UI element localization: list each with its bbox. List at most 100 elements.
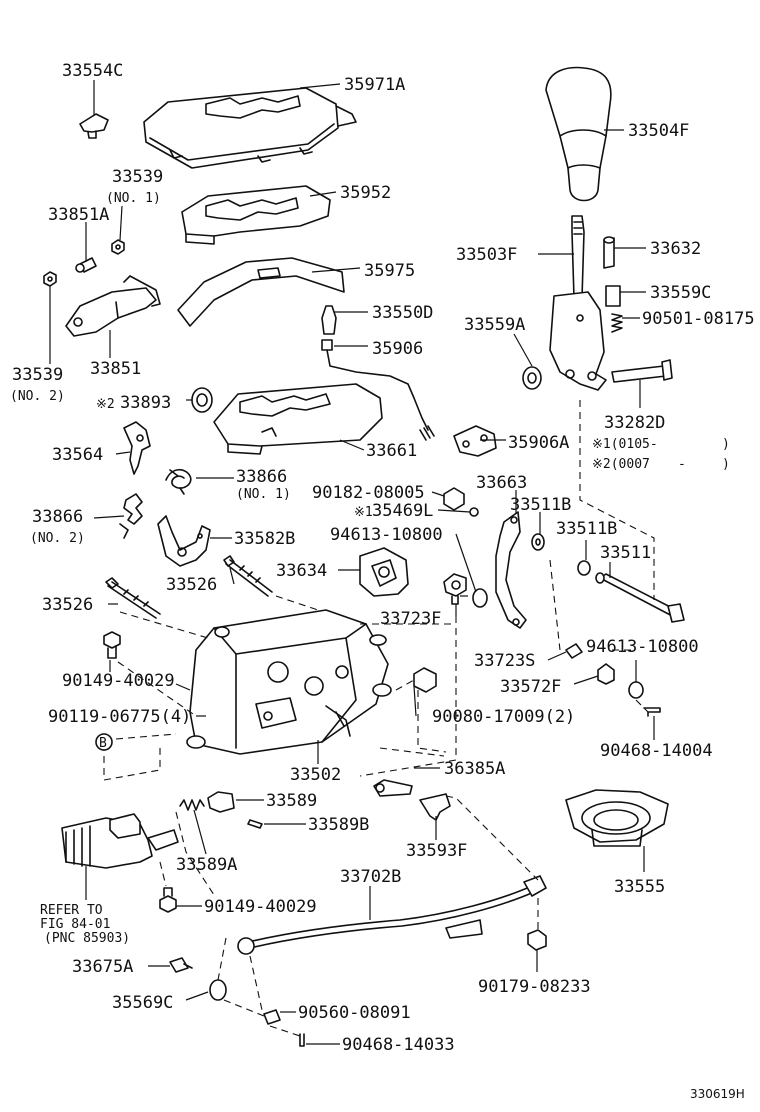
part-33502-drawing xyxy=(186,609,392,755)
label-33589A: 33589A xyxy=(176,855,237,875)
part-33550D-drawing xyxy=(321,305,337,335)
label-ref-b: B xyxy=(99,736,107,751)
part-35952-drawing xyxy=(181,185,331,245)
part-33866-no1-drawing xyxy=(165,468,192,495)
label-33589B: 33589B xyxy=(308,815,369,835)
label-35906: 35906 xyxy=(372,339,423,359)
label-33632: 33632 xyxy=(650,239,701,259)
part-33555-drawing xyxy=(565,789,669,847)
label-33663: 33663 xyxy=(476,473,527,493)
label-35569C: 35569C xyxy=(112,993,173,1013)
label-90182-08005: 90182-08005 xyxy=(312,483,425,503)
part-33702B-drawing xyxy=(237,875,547,955)
label-90560-08091: 90560-08091 xyxy=(298,1003,411,1023)
label-33634: 33634 xyxy=(276,561,327,581)
label-33661: 33661 xyxy=(366,441,417,461)
part-33661-drawing xyxy=(213,383,383,455)
label-refer-3: (PNC 85903) xyxy=(44,931,130,946)
part-94613-10800-a-drawing xyxy=(472,588,488,608)
label-35952: 35952 xyxy=(340,183,391,203)
label-33866-no1: 33866 xyxy=(236,467,287,487)
label-36385A: 36385A xyxy=(444,759,505,779)
label-33702B: 33702B xyxy=(340,867,401,887)
label-35906A: 35906A xyxy=(508,433,569,453)
part-33511-drawing xyxy=(595,572,685,623)
label-33589: 33589 xyxy=(266,791,317,811)
label-33893-mark: ※2 xyxy=(96,397,115,412)
label-33511B-a: 33511B xyxy=(510,495,571,515)
label-90149-40029-a: 90149-40029 xyxy=(62,671,175,691)
label-33282D: 33282D xyxy=(604,413,665,433)
label-33511: 33511 xyxy=(600,543,651,563)
label-33526-lower: 33526 xyxy=(42,595,93,615)
part-33526-lower-drawing xyxy=(105,577,161,619)
part-33559C-drawing xyxy=(605,285,621,307)
part-33554C-drawing xyxy=(79,113,109,139)
label-33559A: 33559A xyxy=(464,315,525,335)
label-33723F: 33723F xyxy=(380,609,441,629)
part-90501-08175-drawing xyxy=(611,313,623,333)
label-90468-14004: 90468-14004 xyxy=(600,741,713,761)
label-90179-08233: 90179-08233 xyxy=(478,977,591,997)
part-33893-drawing xyxy=(191,387,213,413)
part-33723F-drawing xyxy=(443,573,467,605)
label-33555: 33555 xyxy=(614,877,665,897)
label-33550D: 33550D xyxy=(372,303,433,323)
part-36385A-drawing xyxy=(373,779,413,797)
label-33526-upper: 33526 xyxy=(166,575,217,595)
label-refer-2: FIG 84-01 xyxy=(40,917,110,932)
part-35975-drawing xyxy=(177,257,345,327)
part-33572F-drawing xyxy=(597,663,615,685)
label-33866-no2-sub: (NO. 2) xyxy=(30,531,85,546)
reference-circle-b xyxy=(95,733,113,751)
part-35906A-drawing xyxy=(453,425,497,457)
label-35975: 35975 xyxy=(364,261,415,281)
part-33511B-a-drawing xyxy=(531,533,545,551)
part-35569C-drawing xyxy=(209,979,227,1001)
label-33572F: 33572F xyxy=(500,677,561,697)
part-90080-17009-drawing xyxy=(413,667,437,693)
part-33282D-drawing xyxy=(611,359,673,383)
note-2: ※2(0007 xyxy=(592,457,650,472)
part-33851A-drawing xyxy=(75,257,97,273)
part-33526-upper-drawing xyxy=(223,555,273,597)
part-33593F-drawing xyxy=(419,793,451,821)
part-35971A-drawing xyxy=(143,87,357,169)
label-33504F: 33504F xyxy=(628,121,689,141)
part-33634-drawing xyxy=(359,547,409,597)
note-2-end: ) xyxy=(722,457,730,472)
label-35469L-mark: ※1 xyxy=(354,505,373,520)
part-33503F-drawing xyxy=(549,215,607,391)
part-90149-40029-a-drawing xyxy=(103,631,121,659)
part-33582B-drawing xyxy=(157,515,211,567)
label-35469L: 35469L xyxy=(372,501,433,521)
part-33723S-drawing xyxy=(565,643,583,659)
label-33539-no1-sub: (NO. 1) xyxy=(106,191,161,206)
label-33564: 33564 xyxy=(52,445,103,465)
part-90468-14004-drawing xyxy=(643,707,661,717)
part-33851-drawing xyxy=(65,275,161,337)
label-33559C: 33559C xyxy=(650,283,711,303)
part-90149-40029-b-drawing xyxy=(159,887,177,913)
part-90182-08005-drawing xyxy=(443,487,465,511)
label-90149-40029-b: 90149-40029 xyxy=(204,897,317,917)
label-33539-no2-sub: (NO. 2) xyxy=(10,389,65,404)
part-33564-drawing xyxy=(123,421,151,475)
leader-lines xyxy=(49,80,655,1045)
label-35971A: 35971A xyxy=(344,75,405,95)
part-33511B-b-drawing xyxy=(577,560,591,576)
part-33632-drawing xyxy=(603,236,615,269)
part-90560-08091-drawing xyxy=(263,1009,281,1025)
part-33866-no2-drawing xyxy=(119,493,143,539)
label-33893: 33893 xyxy=(120,393,171,413)
part-33539-no1-drawing xyxy=(111,239,125,255)
label-33554C: 33554C xyxy=(62,61,123,81)
part-33559A-drawing xyxy=(522,366,542,390)
part-35906-drawing xyxy=(321,339,435,441)
label-33593F: 33593F xyxy=(406,841,467,861)
label-refer-1: REFER TO xyxy=(40,903,103,918)
label-33539-no2: 33539 xyxy=(12,365,63,385)
label-33866-no2: 33866 xyxy=(32,507,83,527)
label-90119-06775: 90119-06775(4) xyxy=(48,707,191,727)
